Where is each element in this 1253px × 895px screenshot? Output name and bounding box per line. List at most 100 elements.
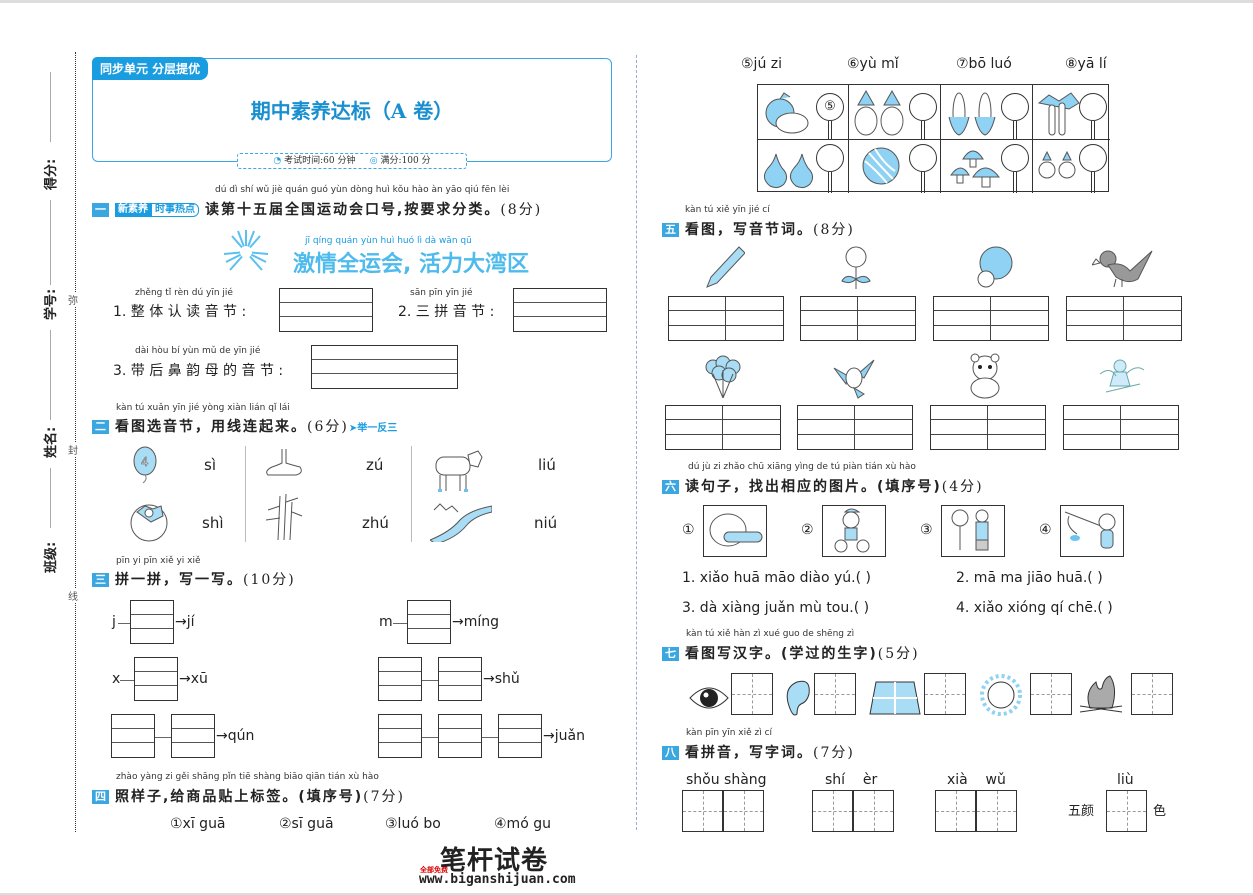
- mom-watering-picture: [941, 505, 1005, 557]
- q8-word2-box-1[interactable]: [812, 790, 853, 832]
- q4-score: (7分): [363, 789, 405, 805]
- page-title: 期中素养达标（A 卷）: [250, 99, 454, 123]
- q4-option-2: ②sī guā: [279, 816, 334, 832]
- q7-answer-box-2[interactable]: [814, 673, 856, 715]
- q5-answer-grid-5[interactable]: [665, 405, 781, 450]
- q7-answer-box-4[interactable]: [1030, 673, 1072, 715]
- q6-sentence-4[interactable]: 4. xiǎo xióng qí chē.( ): [956, 600, 1113, 616]
- q5-answer-grid-6[interactable]: [797, 405, 913, 450]
- q3-row2-box[interactable]: [407, 600, 451, 644]
- connector-line: [422, 737, 438, 738]
- q3-row4-box1[interactable]: [378, 657, 422, 701]
- q6-sentence-3[interactable]: 3. dà xiàng juǎn mù tou.( ): [682, 600, 870, 616]
- q8-word1-box-1[interactable]: [682, 790, 723, 832]
- q4-option-8: ⑧yā lí: [1065, 56, 1107, 72]
- balloons-icon: [703, 355, 743, 399]
- q8-word3-box-1[interactable]: [935, 790, 976, 832]
- q6-number: 六: [662, 480, 679, 494]
- q7-answer-box-5[interactable]: [1131, 673, 1173, 715]
- q8-word4-box-1[interactable]: [1106, 790, 1147, 832]
- q2-extra: ➤举一反三: [348, 423, 398, 434]
- q1-item1-label: 1. 整 体 认 读 音 节 :: [113, 304, 247, 320]
- product-corn: [941, 85, 1033, 140]
- studentid-line: [50, 200, 51, 285]
- q5-text: 看图，写音节词。: [685, 222, 813, 238]
- q3-number: 三: [92, 573, 109, 587]
- persimmon-icon: [127, 498, 171, 542]
- q8-word3-pinyin: xià wǔ: [947, 772, 1006, 788]
- q3-row5-box2[interactable]: [171, 714, 215, 758]
- q3-row4-box2[interactable]: [438, 657, 482, 701]
- connector-line: [155, 737, 171, 738]
- q5-answer-grid-7[interactable]: [930, 405, 1046, 450]
- q8-number: 八: [662, 746, 679, 760]
- q8-word4-after: 色: [1153, 804, 1167, 819]
- label-circle[interactable]: [1001, 93, 1029, 121]
- badge-current-events: 时事热点: [151, 203, 199, 217]
- label-circle[interactable]: [816, 144, 844, 172]
- q5-pinyin: kàn tú xiě yīn jié cí: [685, 205, 770, 215]
- q4-option-4: ④mó gu: [494, 816, 551, 832]
- label-circle[interactable]: [1001, 144, 1029, 172]
- label-circle[interactable]: [1079, 144, 1107, 172]
- q1-item2-answer-box[interactable]: [513, 288, 607, 332]
- q6-text: 读句子，找出相应的图片。(填序号): [685, 479, 942, 495]
- balloon-4-icon: 4: [130, 445, 160, 485]
- q5-answer-grid-1[interactable]: [668, 296, 784, 341]
- q1-text: 读第十五届全国运动会口号,按要求分类。: [205, 202, 501, 218]
- q4-heading: 四照样子,给商品贴上标签。(填序号)(7分): [92, 786, 405, 806]
- q3-row2-prefix: m: [379, 614, 393, 630]
- q3-row1-box[interactable]: [130, 600, 174, 644]
- magpie-icon: [830, 352, 878, 400]
- q3-row6-box2[interactable]: [438, 714, 482, 758]
- q8-word3-box-2[interactable]: [976, 790, 1017, 832]
- q6-sentence-1[interactable]: 1. xiǎo huā māo diào yú.( ): [682, 570, 871, 586]
- q3-row5-box1[interactable]: [111, 714, 155, 758]
- label-circle[interactable]: [1079, 93, 1107, 121]
- q4-option-5: ⑤jú zi: [741, 56, 783, 72]
- label-circle[interactable]: ⑤: [816, 93, 844, 121]
- label-stick: [828, 121, 832, 140]
- foot-icon: [262, 447, 306, 477]
- syllable-si[interactable]: sì: [204, 456, 216, 474]
- q8-pinyin: kàn pīn yīn xiě zì cí: [686, 728, 773, 738]
- syllable-shi[interactable]: shì: [202, 514, 224, 532]
- q3-row6-box1[interactable]: [378, 714, 422, 758]
- q1-item3-answer-box[interactable]: [311, 345, 458, 389]
- q1-item2-pinyin: sān pīn yīn jié: [410, 288, 473, 298]
- q7-answer-box-3[interactable]: [924, 673, 966, 715]
- q7-score: (5分): [877, 646, 920, 662]
- q1-item1-answer-box[interactable]: [279, 288, 373, 332]
- label-circle[interactable]: [909, 144, 937, 172]
- q2-number: 二: [92, 420, 109, 434]
- q5-answer-grid-8[interactable]: [1063, 405, 1179, 450]
- chrysanthemum-icon: [838, 245, 874, 289]
- q6-sentence-2[interactable]: 2. mā ma jiāo huā.( ): [956, 570, 1103, 586]
- syllable-liu[interactable]: liú: [538, 456, 556, 474]
- slogan-pinyin: jī qíng quán yùn huì huó lì dà wān qū: [305, 236, 472, 246]
- syllable-zhu[interactable]: zhú: [362, 514, 389, 532]
- syllable-zu[interactable]: zú: [366, 456, 384, 474]
- score-line: [50, 72, 51, 142]
- ear-icon: [781, 676, 811, 716]
- q4-pinyin: zhào yàng zi gěi shāng pǐn tiē shàng biā…: [116, 772, 379, 782]
- badge-new-literacy: 新素养: [115, 203, 151, 217]
- label-stick: [1091, 121, 1095, 140]
- q5-score: (8分): [813, 222, 855, 238]
- q3-row1-result: →jí: [175, 614, 195, 630]
- q8-word2-box-2[interactable]: [853, 790, 894, 832]
- q5-answer-grid-2[interactable]: [800, 296, 916, 341]
- q8-word1-box-2[interactable]: [723, 790, 764, 832]
- q7-answer-box-1[interactable]: [731, 673, 773, 715]
- label-circle[interactable]: [909, 93, 937, 121]
- q5-answer-grid-3[interactable]: [933, 296, 1049, 341]
- seal-char-mi: 弥: [68, 292, 78, 307]
- q3-row6-box3[interactable]: [498, 714, 542, 758]
- brand-url[interactable]: www.biganshijuan.com: [419, 872, 576, 887]
- syllable-niu[interactable]: niú: [534, 514, 558, 532]
- product-orange: ⑤: [758, 85, 849, 140]
- q5-answer-grid-4[interactable]: [1066, 296, 1182, 341]
- q3-row3-box[interactable]: [134, 657, 178, 701]
- q6-pic-label-3: ③: [920, 522, 933, 538]
- q6-pinyin: dú jù zi zhǎo chū xiāng yìng de tú piàn …: [688, 462, 916, 472]
